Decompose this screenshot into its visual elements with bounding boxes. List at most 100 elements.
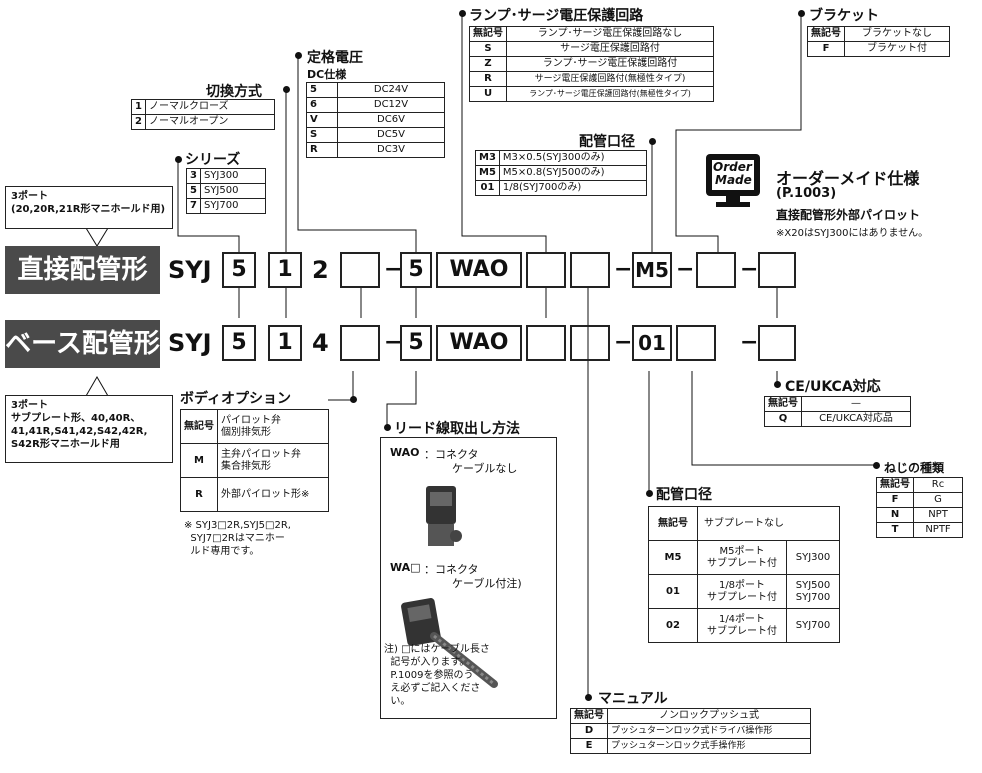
body-option-dot: [350, 396, 357, 403]
table-cell: Rc: [913, 477, 963, 493]
surge-dot: [459, 10, 466, 17]
direct-dash-4: −: [740, 257, 759, 282]
surge-title: ランプ･サージ電圧保護回路: [469, 8, 644, 24]
voltage-title: 定格電圧: [307, 50, 363, 66]
port-direct-dot: [649, 138, 656, 145]
table-cell: サージ電圧保護回路付(無極性タイプ): [506, 71, 714, 87]
monitor-icon: [706, 154, 760, 207]
table-cell: M: [180, 443, 218, 478]
voltage-subtitle: DC仕様: [307, 68, 347, 81]
order-made-icon-bottom: Made: [715, 173, 752, 187]
lead-dot: [384, 424, 391, 431]
table-cell: 01: [648, 574, 698, 609]
lead-wa-code: WA□: [390, 561, 421, 574]
table-cell: E: [570, 738, 608, 754]
table-cell: M3: [475, 150, 500, 166]
table-cell: N: [876, 507, 914, 523]
lead-box: [380, 437, 557, 719]
table-cell: M3×0.5(SYJ300のみ): [498, 150, 647, 166]
base-dash-2: −: [614, 330, 633, 355]
table-cell: 5: [306, 82, 338, 98]
lead-wao-text1: ：コネクタ: [424, 448, 479, 461]
base-surge-box: [526, 325, 566, 361]
table-cell: 1/4ポート サブプレート付: [697, 608, 787, 643]
table-cell: 5: [186, 183, 201, 199]
lead-note: 注) □にはケーブル長さ 記号が入ります。 P.1009を参照のう え必ずご記入…: [384, 644, 490, 707]
direct-bracket-box: [696, 252, 736, 288]
callout-base-line4: S42R形マニホールド用: [11, 439, 120, 450]
ce-dot: [774, 381, 781, 388]
direct-surge-box: [526, 252, 566, 288]
table-cell: サージ電圧保護回路付: [506, 41, 714, 57]
thread-title: ねじの種類: [884, 461, 945, 475]
lead-wao-text2: ケーブルなし: [452, 462, 518, 475]
direct-ce-box: [758, 252, 796, 288]
direct-port-box: M5: [632, 252, 672, 288]
callout-base-line2: サブプレート形、40,40R、: [11, 413, 141, 424]
lead-wa-text1: ：コネクタ: [424, 563, 479, 576]
table-cell: —: [801, 396, 911, 412]
series-title: シリーズ: [185, 152, 241, 168]
table-cell: 無記号: [570, 708, 608, 724]
table-cell: NPT: [913, 507, 963, 523]
table-cell: 外部パイロット形※: [217, 477, 329, 512]
order-made-spec: 直接配管形外部パイロット: [776, 208, 921, 222]
direct-lead-box: WAO: [436, 252, 522, 288]
port-direct-title: 配管口径: [579, 134, 635, 150]
base-label: ベース配管形: [5, 320, 160, 368]
port-base-dot: [646, 490, 653, 497]
table-cell: R: [306, 142, 338, 158]
base-series-box: 5: [222, 325, 256, 361]
table-cell: 無記号: [469, 26, 507, 42]
direct-body-box: [340, 252, 380, 288]
table-cell: 3: [186, 168, 201, 184]
table-cell: M5: [475, 165, 500, 181]
table-cell: SYJ700: [199, 198, 266, 214]
table-cell: 1/8ポート サブプレート付: [697, 574, 787, 609]
table-cell: S: [469, 41, 507, 57]
table-cell: サブプレートなし: [697, 506, 840, 541]
table-cell: F: [807, 41, 845, 57]
voltage-dot: [295, 52, 302, 59]
direct-label: 直接配管形: [5, 246, 160, 294]
direct-dash-3: −: [676, 257, 695, 282]
table-cell: R: [469, 71, 507, 87]
body-option-title: ボディオプション: [180, 391, 292, 407]
bracket-dot: [798, 10, 805, 17]
callout-base-line3: 41,41R,S41,42,S42,42R,: [11, 426, 148, 437]
thread-dot: [873, 462, 880, 469]
manual-title: マニュアル: [598, 691, 668, 707]
table-row: 無記号サブプレートなし: [648, 506, 840, 541]
ce-title: CE/UKCA対応: [785, 379, 881, 395]
base-manual-box: [570, 325, 610, 361]
table-cell: DC6V: [337, 112, 445, 128]
callout-base: 3ポート サブプレート形、40,40R、 41,41R,S41,42,S42,4…: [5, 395, 173, 463]
table-cell: SYJ500 SYJ700: [786, 574, 840, 609]
table-cell: DC3V: [337, 142, 445, 158]
table-cell: ブラケット付: [844, 41, 950, 57]
table-cell: ノーマルオープン: [144, 114, 275, 130]
bracket-title: ブラケット: [809, 8, 879, 24]
callout-direct-line2: (20,20R,21R形マニホールド用): [11, 204, 166, 215]
